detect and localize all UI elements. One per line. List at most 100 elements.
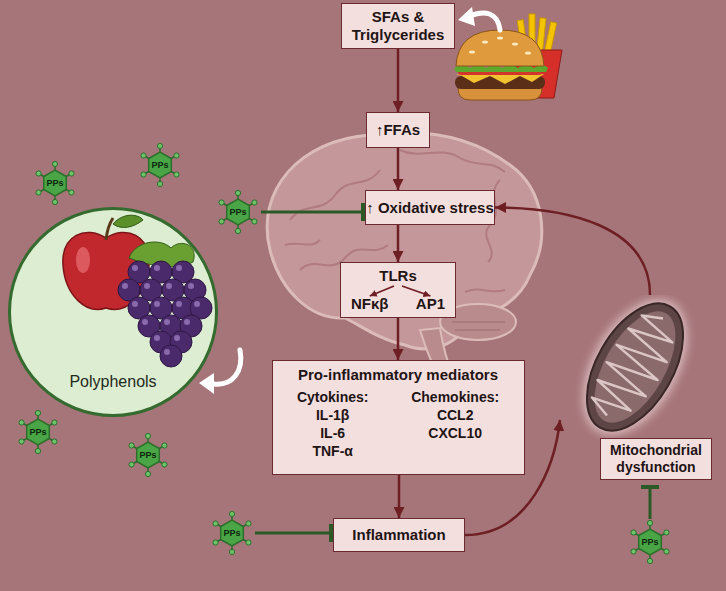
inhibition-line	[261, 211, 365, 214]
grape-highlight	[176, 265, 182, 271]
molecule-atom	[252, 200, 257, 205]
process-box: Mitochondrial dysfunction	[600, 438, 712, 480]
grape	[160, 345, 182, 367]
polyphenol-icon: PPs	[627, 519, 673, 565]
list-item: IL-1β	[316, 406, 349, 424]
process-box: SFAs & Triglycerides	[341, 3, 455, 49]
mitochondria-group: Mitochondrial dysfunction	[560, 295, 720, 485]
molecule-atom	[174, 153, 179, 158]
burger-illustration	[454, 30, 548, 100]
polyphenol-icon: PPs	[215, 189, 261, 235]
molecule-ring	[149, 152, 172, 178]
process-box: Inflammation	[333, 518, 465, 552]
burger-illustration	[525, 52, 531, 55]
inhibition-line	[649, 485, 652, 519]
molecule-ring	[227, 199, 250, 225]
molecule-atom	[213, 521, 218, 526]
column: Chemokines:CCL2CXCL10	[411, 388, 499, 461]
inhibition-line	[255, 532, 333, 535]
brain-illustration	[267, 133, 542, 349]
box-heading: Pro-inflammatory mediators	[298, 366, 498, 385]
polyphenol-icon: PPs	[15, 409, 61, 455]
polyphenol-circle: Polyphenols	[8, 207, 218, 417]
molecule-atom	[69, 171, 74, 176]
grape-highlight	[164, 319, 170, 325]
grape-highlight	[122, 283, 128, 289]
polyphenol-icon: PPs	[125, 432, 171, 478]
mitochondrion	[562, 295, 709, 452]
text-row: NFκβAP1	[351, 295, 445, 313]
molecule-atom	[52, 420, 57, 425]
molecule-atom	[52, 199, 57, 204]
flow-arrow	[397, 148, 400, 190]
flow-arrow	[397, 225, 400, 262]
apple-stem	[106, 218, 113, 240]
molecule-ring	[137, 442, 160, 468]
text-row: Pro-inflammatory mediators	[283, 366, 514, 385]
molecule-atom	[246, 540, 251, 545]
grape-highlight	[188, 283, 194, 289]
grape-highlight	[174, 335, 180, 341]
molecule-atom	[664, 549, 669, 554]
box-label: ↑FFAs	[376, 121, 420, 139]
grape-highlight	[154, 335, 160, 341]
factor-label: NFκβ	[351, 295, 389, 313]
molecule-atom	[129, 443, 134, 448]
molecule-atom	[145, 433, 150, 438]
box-label: Mitochondrial dysfunction	[606, 442, 706, 476]
process-box: ↑FFAs	[366, 112, 430, 148]
burger-illustration	[512, 43, 518, 46]
molecule-label: PPs	[151, 160, 168, 170]
molecule-atom	[129, 462, 134, 467]
molecule-atom	[252, 219, 257, 224]
brain-illustration	[285, 240, 320, 245]
box-label: ↑ Oxidative stress	[366, 199, 494, 217]
list-item: Cytokines:	[297, 388, 369, 406]
molecule-label: PPs	[641, 537, 658, 547]
brain-illustration	[465, 289, 505, 292]
molecule-label: PPs	[139, 450, 156, 460]
burger-illustration	[456, 74, 544, 84]
flow-arrow	[397, 318, 400, 360]
molecule-atom	[162, 443, 167, 448]
polyphenol-icon: PPs	[32, 160, 78, 206]
molecule-atom	[664, 530, 669, 535]
brain-illustration	[420, 328, 448, 362]
molecule-atom	[647, 520, 652, 525]
mito-inner	[578, 298, 692, 435]
list-item: CXCL10	[428, 424, 482, 442]
molecule-atom	[141, 172, 146, 177]
column: Cytokines:IL-1βIL-6TNF-α	[297, 388, 369, 461]
molecule-atom	[174, 172, 179, 177]
receptor-label: TLRs	[379, 267, 417, 285]
process-box: TLRsNFκβAP1	[340, 262, 456, 318]
column-row: Cytokines:IL-1βIL-6TNF-αChemokines:CCL2C…	[283, 388, 514, 461]
molecule-atom	[631, 530, 636, 535]
burger-illustration	[458, 88, 542, 100]
apple-highlight	[76, 247, 90, 273]
molecule-ring	[221, 520, 244, 546]
grape-highlight	[132, 265, 138, 271]
mito-glow	[562, 295, 709, 452]
list-item: Chemokines:	[411, 388, 499, 406]
process-box: ↑ Oxidative stress	[365, 190, 495, 225]
white-curved-arrow	[458, 7, 475, 26]
list-item: CCL2	[437, 406, 474, 424]
white-curved-arrow	[458, 7, 500, 30]
molecule-atom	[52, 161, 57, 166]
molecule-atom	[157, 143, 162, 148]
inner-arrow	[402, 286, 430, 296]
grape-highlight	[154, 265, 160, 271]
polyphenol-icon: PPs	[137, 142, 183, 188]
brain-illustration	[400, 150, 505, 172]
brain-illustration	[452, 322, 505, 330]
flow-arrow	[398, 475, 401, 518]
grape-highlight	[154, 301, 160, 307]
molecule-atom	[246, 521, 251, 526]
grape-highlight	[166, 283, 172, 289]
apple-leaf	[113, 215, 143, 227]
molecule-label: PPs	[223, 528, 240, 538]
molecule-atom	[19, 439, 24, 444]
list-item: IL-6	[320, 424, 345, 442]
